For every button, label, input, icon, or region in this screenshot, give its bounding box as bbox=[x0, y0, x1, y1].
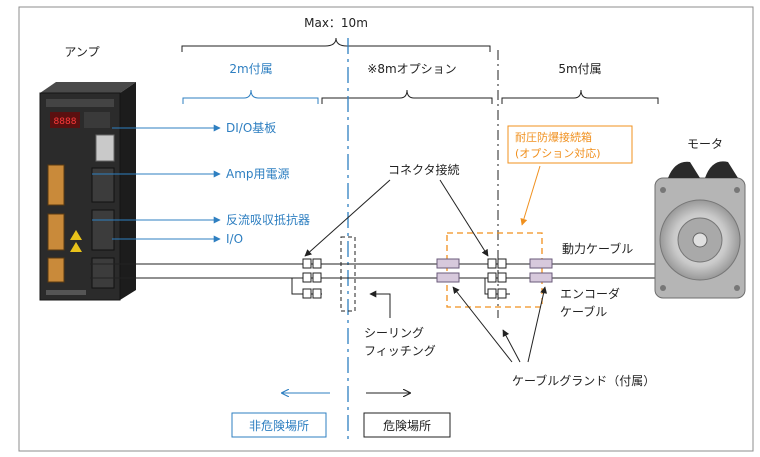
segment-right-label: 5m付属 bbox=[558, 62, 601, 76]
segment-middle-brace bbox=[321, 89, 493, 104]
connector-squares bbox=[302, 258, 507, 299]
amp-port-resistor: 反流吸収抵抗器 bbox=[226, 212, 310, 227]
sealing-label-1: シーリング bbox=[364, 326, 424, 340]
max-length-label: Max：10m bbox=[304, 16, 368, 30]
non-hazard-zone-box bbox=[231, 412, 327, 438]
junction-box-callout bbox=[507, 125, 633, 164]
segment-left-label: 2m付属 bbox=[229, 62, 272, 76]
segment-right-brace bbox=[501, 89, 659, 104]
junction-box-label-1: 耐圧防爆接続箱 bbox=[515, 130, 592, 144]
amp-label: アンプ bbox=[64, 45, 99, 59]
hazard-zone-label: 危険場所 bbox=[383, 419, 431, 433]
svg-text:8888: 8888 bbox=[54, 117, 77, 127]
connector-label: コネクタ接続 bbox=[388, 162, 460, 177]
motor-label: モータ bbox=[687, 137, 723, 151]
junction-box bbox=[446, 232, 543, 308]
amplifier-image: 8888 bbox=[39, 82, 136, 301]
diagram-frame bbox=[18, 6, 754, 452]
junction-box-arrow bbox=[520, 165, 541, 226]
segment-left-brace bbox=[182, 89, 319, 104]
hazard-zone-box bbox=[363, 412, 451, 438]
sealing-fitting bbox=[340, 236, 356, 312]
connector-arrow-right bbox=[439, 179, 489, 257]
max-length-brace bbox=[181, 37, 491, 52]
sealing-label-2: フィッチング bbox=[364, 344, 436, 358]
cable-gland-arrows bbox=[452, 286, 548, 363]
junction-box-label-2: (オプション対応) bbox=[515, 146, 601, 160]
encoder-cable-label-2: ケーブル bbox=[560, 304, 607, 319]
power-cable-label: 動力ケーブル bbox=[562, 241, 633, 256]
connector-arrow-left bbox=[304, 179, 391, 257]
encoder-cable-label-1: エンコーダ bbox=[560, 286, 620, 301]
amp-port-io: I/O bbox=[226, 232, 243, 246]
motor-image bbox=[654, 161, 746, 299]
amp-port-power: Amp用電源 bbox=[226, 167, 290, 181]
sealing-arrow bbox=[369, 290, 391, 318]
segment-middle-label: ※8mオプション bbox=[367, 62, 456, 76]
cable-gland-label: ケーブルグランド（付属） bbox=[512, 373, 655, 388]
non-hazard-zone-label: 非危険場所 bbox=[249, 419, 309, 433]
cable-glands bbox=[436, 258, 553, 283]
amp-port-arrows bbox=[92, 124, 221, 243]
amp-port-dio: DI/O基板 bbox=[226, 121, 276, 135]
